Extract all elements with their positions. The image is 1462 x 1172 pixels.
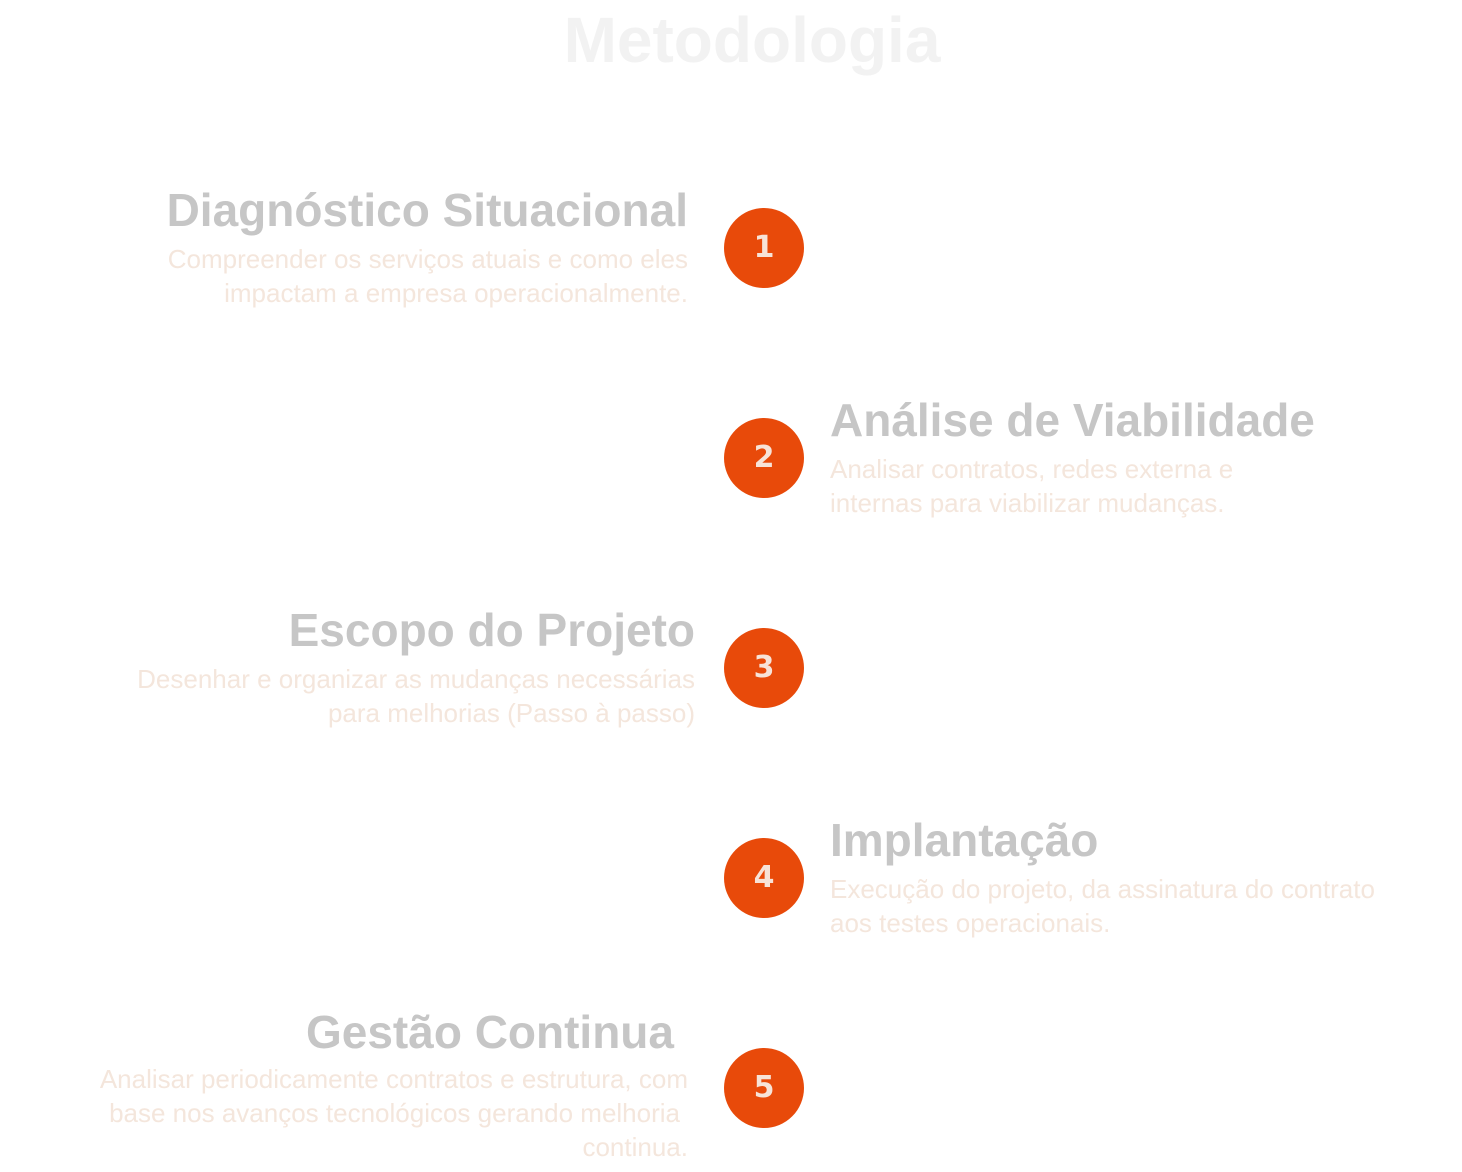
step-description: Analisar contratos, redes externa e inte…: [830, 452, 1450, 520]
step-description-line: impactam a empresa operacionalmente.: [224, 278, 688, 308]
step-description-line: aos testes operacionais.: [830, 908, 1111, 938]
methodology-step-4: Implantação Execução do projeto, da assi…: [830, 814, 1460, 940]
step-title: Análise de Viabilidade: [830, 394, 1315, 446]
step-number: 2: [753, 440, 775, 475]
step-number: 1: [753, 230, 775, 265]
step-number-badge: 1: [724, 208, 804, 288]
step-title: Gestão Continua: [305, 1006, 674, 1058]
step-number: 3: [753, 650, 775, 685]
step-description-line: continua.: [582, 1132, 688, 1162]
step-number-badge: 3: [724, 628, 804, 708]
step-number-badge: 2: [724, 418, 804, 498]
step-description-line: internas para viabilizar mudanças.: [830, 488, 1225, 518]
methodology-step-1: Diagnóstico Situacional Compreender os s…: [0, 184, 688, 310]
step-number-badge: 5: [724, 1048, 804, 1128]
step-description: Analisar periodicamente contratos e estr…: [0, 1062, 688, 1164]
step-description-line: Analisar contratos, redes externa e: [830, 454, 1234, 484]
step-description-line: Execução do projeto, da assinatura do co…: [830, 874, 1375, 904]
methodology-step-5: Gestão Continua Analisar periodicamente …: [0, 1006, 688, 1164]
methodology-step-2: Análise de Viabilidade Analisar contrato…: [830, 394, 1450, 520]
step-description-line: base nos avanços tecnológicos gerando me…: [109, 1098, 680, 1128]
step-number: 5: [753, 1070, 775, 1105]
step-description: Desenhar e organizar as mudanças necessá…: [0, 662, 695, 730]
step-description: Compreender os serviços atuais e como el…: [0, 242, 688, 310]
step-description-line: Desenhar e organizar as mudanças necessá…: [137, 664, 695, 694]
step-title: Diagnóstico Situacional: [166, 184, 688, 236]
step-title: Escopo do Projeto: [288, 604, 695, 656]
step-description: Execução do projeto, da assinatura do co…: [830, 872, 1460, 940]
methodology-step-3: Escopo do Projeto Desenhar e organizar a…: [0, 604, 695, 730]
step-number-badge: 4: [724, 838, 804, 918]
step-description-line: Compreender os serviços atuais e como el…: [167, 244, 688, 274]
step-description-line: Analisar periodicamente contratos e estr…: [99, 1064, 688, 1094]
page-title: Metodologia: [563, 4, 941, 76]
step-description-line: para melhorias (Passo à passo): [327, 698, 695, 728]
step-title: Implantação: [830, 814, 1099, 866]
step-number: 4: [753, 860, 775, 895]
